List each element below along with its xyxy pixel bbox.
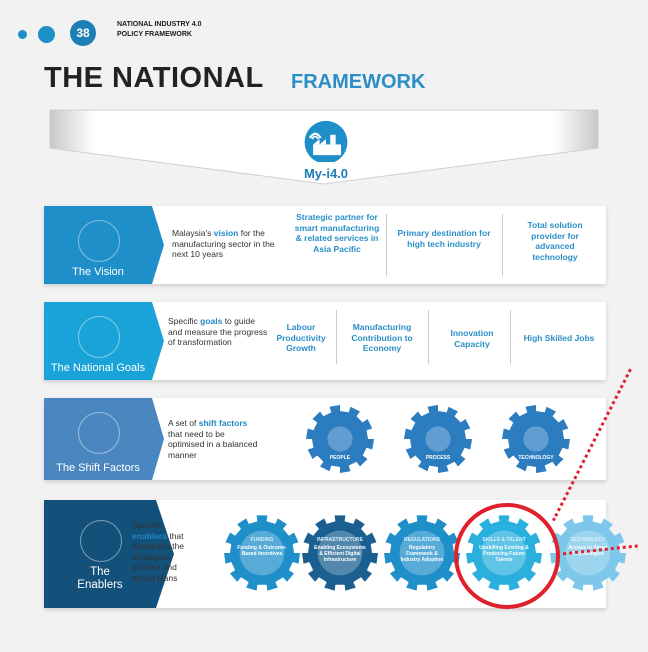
goals-item-2: Manufacturing Contribution to Economy: [351, 322, 413, 353]
enabler-gear-body: Access to Smart Technologies: [568, 545, 608, 557]
share-icon: [80, 520, 122, 562]
vision-label: The Vision: [72, 266, 124, 278]
header-dot-1: [18, 30, 27, 39]
enablers-description: Specific enablers that determine the str…: [132, 520, 184, 583]
goals-tab-content: The National Goals: [44, 302, 152, 380]
enabler-gear-heading: TECHNOLOGY: [570, 537, 606, 543]
enablers-tab-content: The Enablers: [44, 500, 156, 608]
page-title-accent: FRAMEWORK: [291, 71, 426, 93]
shift-gear-label: TECHNOLOGY: [518, 455, 554, 461]
vision-icon: [78, 220, 120, 262]
doc-line-1: NATIONAL INDUSTRY 4.0: [117, 21, 202, 28]
goals-item-3: Innovation Capacity: [450, 328, 494, 349]
highlight-circle: [454, 503, 560, 609]
enabler-gear-heading: FUNDING: [250, 537, 274, 543]
vision-item-3: Total solution provider for advanced tec…: [527, 220, 583, 262]
enablers-label: The Enablers: [77, 566, 123, 591]
page-title: THE NATIONAL: [44, 62, 264, 94]
shift-gear-process: PROCESS: [404, 405, 472, 478]
vision-description: Malaysia's vision for the manufacturing …: [172, 228, 275, 259]
shift-gear-label: PEOPLE: [329, 455, 351, 461]
shift-label: The Shift Factors: [56, 462, 140, 474]
shift-gear-technology: TECHNOLOGY: [502, 405, 570, 478]
page-number: 38: [70, 20, 96, 46]
goals-item-1: Labour Productivity Growth: [276, 322, 326, 353]
shift-description: A set of shift factors that need to be o…: [168, 418, 258, 460]
enabler-gear-heading: REGULATIONS: [403, 537, 441, 543]
divider: [336, 310, 337, 364]
enabler-gear-body: Regulatory Framework & Industry Adoption: [400, 545, 444, 563]
divider: [428, 310, 429, 364]
enabler-gear-body: Enabling Ecosystems & Efficient Digital …: [314, 545, 366, 563]
goals-description: Specific goals to guide and measure the …: [168, 316, 268, 347]
divider: [386, 214, 387, 276]
vision-tab-content: The Vision: [44, 206, 152, 284]
shift-gear-people: PEOPLE: [306, 405, 374, 478]
goals-item-4: High Skilled Jobs: [523, 333, 595, 343]
shift-gear-label: PROCESS: [425, 455, 451, 461]
divider: [502, 214, 503, 276]
shift-tab-content: The Shift Factors: [44, 398, 152, 480]
vision-item-1: Strategic partner for smart manufacturin…: [294, 212, 380, 254]
enabler-gear-infrastructure: INFRASTRUCTURE Enabling Ecosystems & Effi…: [302, 515, 378, 596]
enabler-gear-funding: FUNDING Funding & Outcome-Based Incentive…: [224, 515, 300, 596]
vision-item-2: Primary destination for high tech indust…: [397, 228, 491, 249]
document-header: NATIONAL INDUSTRY 4.0 POLICY FRAMEWORK: [117, 20, 202, 40]
logo-label: My-i4.0: [303, 166, 349, 181]
divider: [510, 310, 511, 364]
goals-row: The National Goals Specific goals to gui…: [44, 302, 606, 380]
header-dot-2: [38, 26, 55, 43]
enabler-gear-body: Funding & Outcome-Based Incentives: [237, 545, 287, 557]
factory-wifi-icon: [304, 120, 348, 162]
enabler-gear-heading: INFRASTRUCTURE: [316, 537, 364, 543]
vision-row: The Vision Malaysia's vision for the man…: [44, 206, 606, 284]
goals-label: The National Goals: [50, 362, 146, 374]
enabler-gear-regulations: REGULATIONS Regulatory Framework & Indust…: [384, 515, 460, 596]
enabler-gear-technology: TECHNOLOGY Access to Smart Technologies: [550, 515, 626, 596]
globe-icon: [78, 316, 120, 358]
doc-line-2: POLICY FRAMEWORK: [117, 31, 192, 38]
hierarchy-icon: [78, 412, 120, 454]
